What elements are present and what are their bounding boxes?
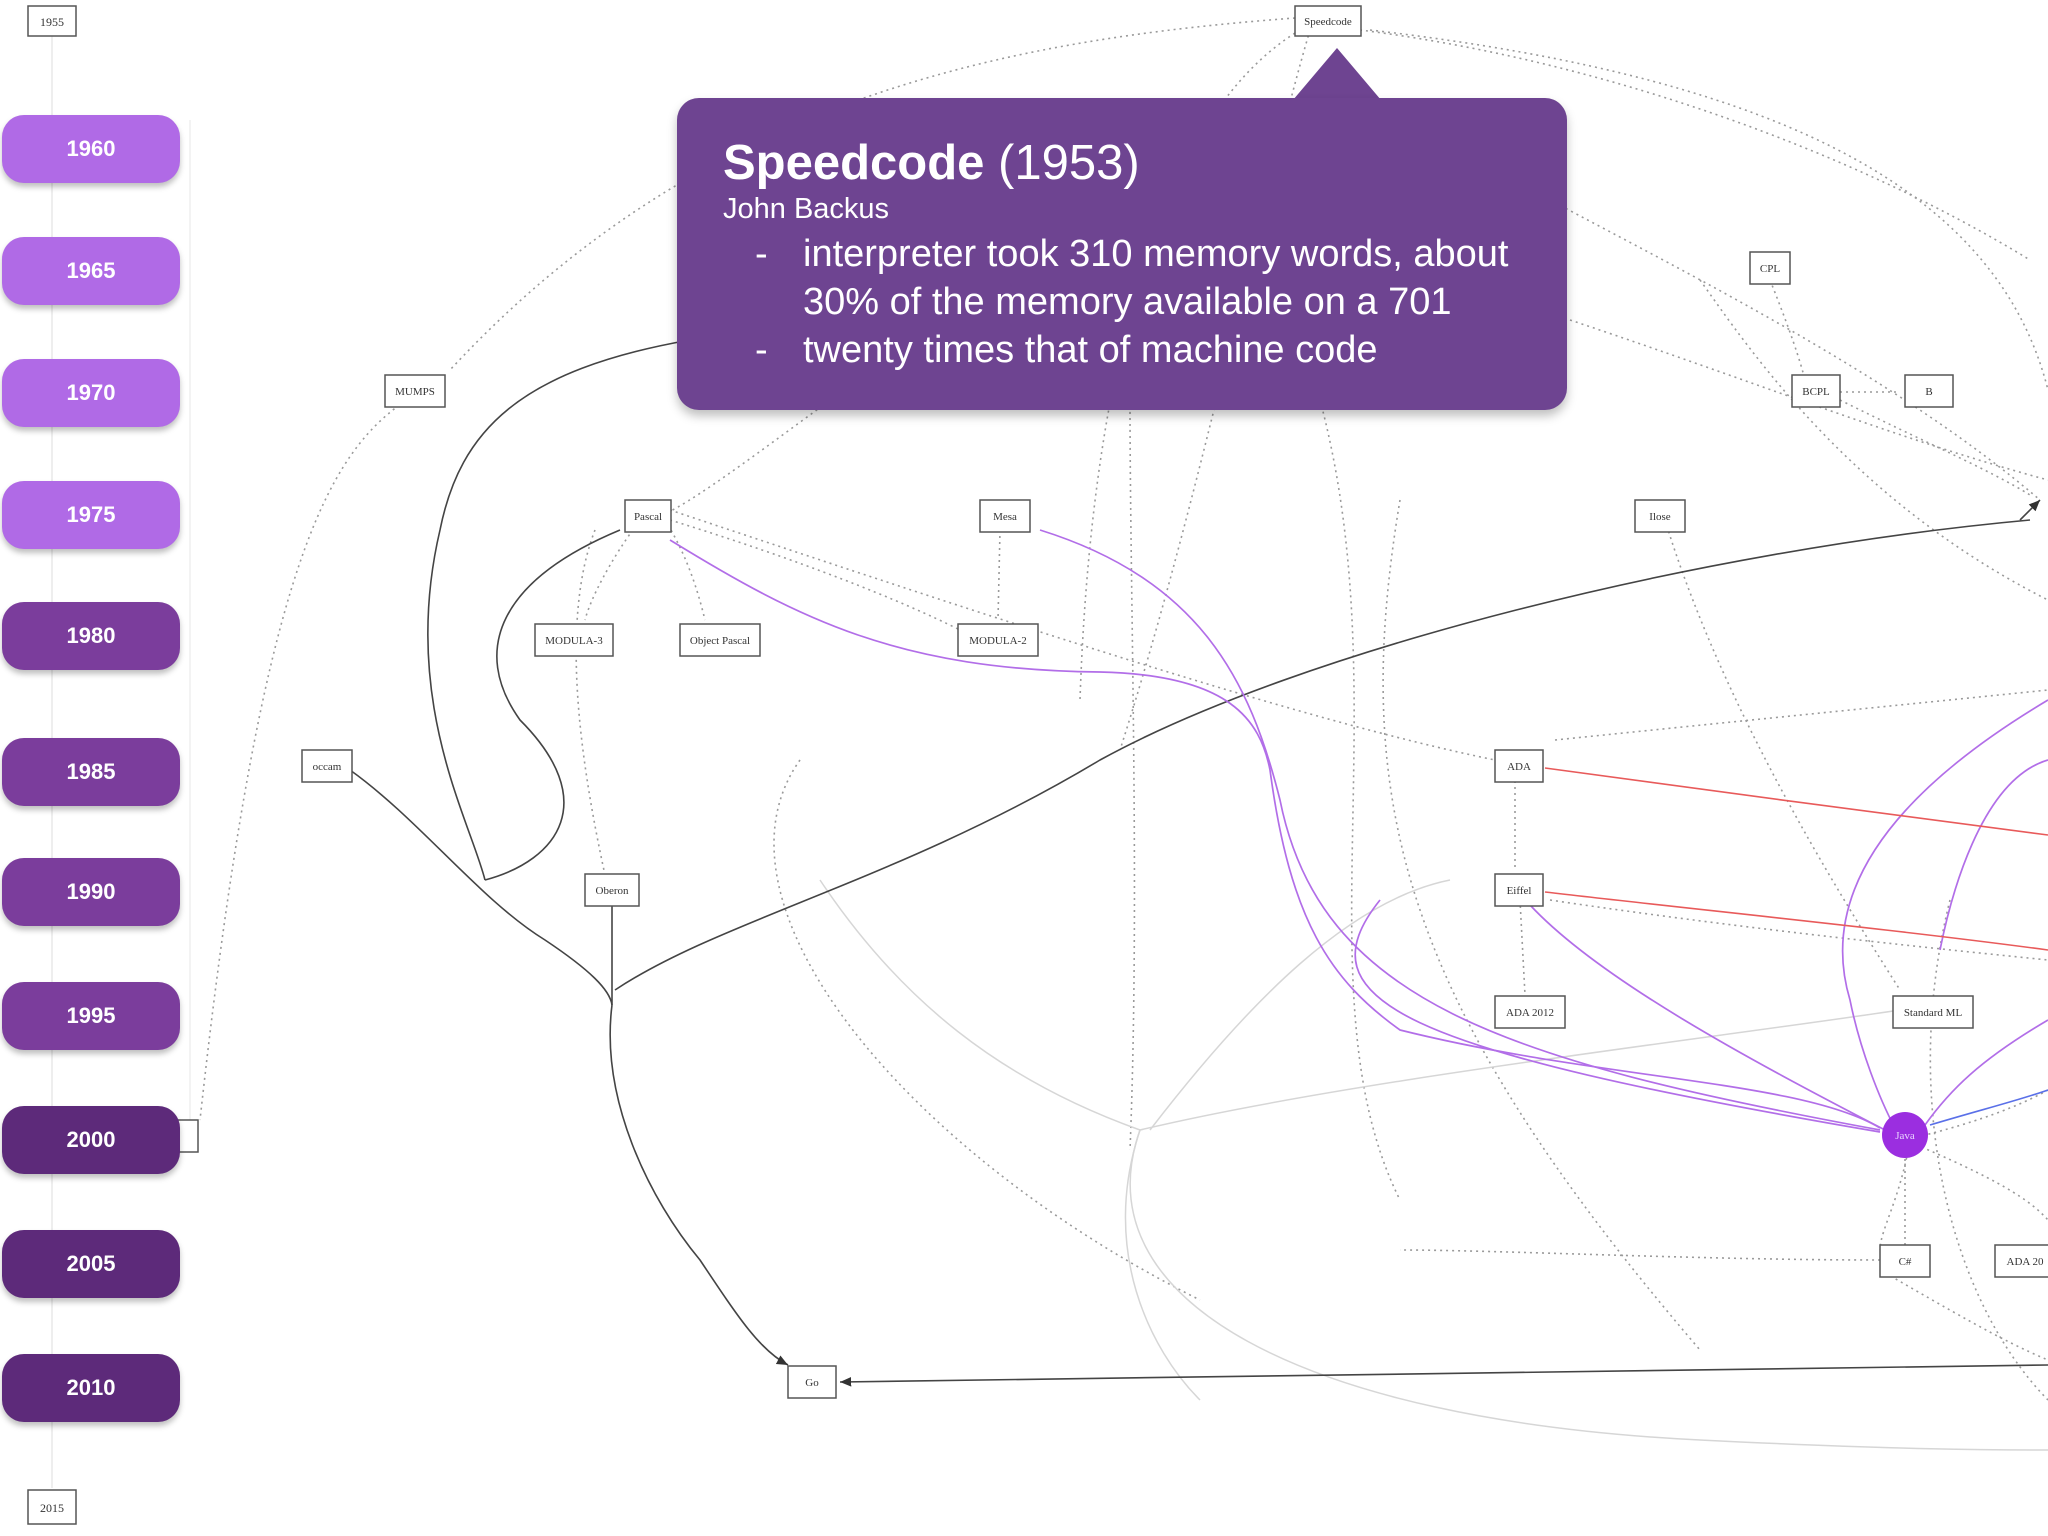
node-label: Object Pascal xyxy=(690,635,750,647)
node-label: B xyxy=(1925,386,1932,398)
node-label: Mesa xyxy=(993,511,1017,523)
node-label: MODULA-2 xyxy=(969,635,1026,647)
blue-edge xyxy=(1929,1089,2048,1126)
node-bcpl[interactable]: BCPL xyxy=(1791,374,1841,408)
node-label: Eiffel xyxy=(1507,885,1532,897)
node-label: CPL xyxy=(1760,263,1780,275)
tooltip-author: John Backus xyxy=(723,193,890,225)
node-b[interactable]: B xyxy=(1904,374,1954,408)
tooltip-fact: -twenty times that of machine code xyxy=(755,329,1378,371)
language-info-tooltip: Speedcode (1953) John Backus -interprete… xyxy=(677,98,1567,410)
node-go[interactable]: Go xyxy=(787,1365,837,1399)
node-label: ADA 20 xyxy=(2007,1256,2044,1268)
node-label: occam xyxy=(313,761,342,773)
tooltip-fact: -interpreter took 310 memory words, abou… xyxy=(755,233,1509,323)
node-ada2012[interactable]: ADA 2012 xyxy=(1494,995,1566,1029)
node-label: Speedcode xyxy=(1304,16,1352,28)
node-java[interactable]: Java xyxy=(1882,1112,1928,1158)
node-speedcode[interactable]: Speedcode xyxy=(1294,5,1362,37)
year-button-1975[interactable]: 1975 xyxy=(2,481,180,549)
node-label: Pascal xyxy=(634,511,662,523)
node-mesa[interactable]: Mesa xyxy=(979,499,1031,533)
node-label: Go xyxy=(805,1377,819,1389)
year-button-1965[interactable]: 1965 xyxy=(2,237,180,305)
node-label: ADA 2012 xyxy=(1506,1007,1554,1019)
node-ada-right[interactable]: ADA 20 xyxy=(1994,1244,2048,1278)
tooltip-pointer xyxy=(1293,48,1381,100)
node-modula3[interactable]: MODULA-3 xyxy=(534,623,614,657)
year-button-1960[interactable]: 1960 xyxy=(2,115,180,183)
year-button-1985[interactable]: 1985 xyxy=(2,738,180,806)
tooltip-title: Speedcode (1953) xyxy=(723,136,1547,190)
node-pascal[interactable]: Pascal xyxy=(624,499,672,533)
node-standard-ml[interactable]: Standard ML xyxy=(1892,995,1974,1029)
year-button-1995[interactable]: 1995 xyxy=(2,982,180,1050)
node-label: MODULA-3 xyxy=(545,635,603,647)
node-ada[interactable]: ADA xyxy=(1494,749,1544,783)
year-button-2000[interactable]: 2000 xyxy=(2,1106,180,1174)
node-label: Ilose xyxy=(1649,511,1671,523)
node-modula2[interactable]: MODULA-2 xyxy=(957,623,1039,657)
node-cpl[interactable]: CPL xyxy=(1749,251,1791,285)
year-button-1990[interactable]: 1990 xyxy=(2,858,180,926)
tooltip-language-name: Speedcode xyxy=(723,136,985,190)
node-ilose[interactable]: Ilose xyxy=(1634,499,1686,533)
faint-edges xyxy=(819,879,2048,1451)
svg-text:Java: Java xyxy=(1895,1130,1915,1142)
tooltip-language-year: (1953) xyxy=(998,136,1140,190)
year-button-2010[interactable]: 2010 xyxy=(2,1354,180,1422)
node-occam[interactable]: occam xyxy=(301,749,353,783)
year-box-1955: 1955 xyxy=(27,5,77,37)
node-label: MUMPS xyxy=(395,386,435,398)
purple-edges xyxy=(669,529,2048,1133)
red-edges xyxy=(1544,767,2048,951)
solid-edges xyxy=(349,339,2048,1387)
node-mumps[interactable]: MUMPS xyxy=(384,374,446,408)
node-label: Standard ML xyxy=(1904,1007,1963,1019)
year-box-2015: 2015 xyxy=(27,1489,77,1525)
node-label: C# xyxy=(1899,1256,1912,1268)
year-button-1970[interactable]: 1970 xyxy=(2,359,180,427)
year-button-1980[interactable]: 1980 xyxy=(2,602,180,670)
year-button-2005[interactable]: 2005 xyxy=(2,1230,180,1298)
node-csharp[interactable]: C# xyxy=(1879,1244,1931,1278)
node-label: ADA xyxy=(1507,761,1531,773)
node-label: Oberon xyxy=(596,885,629,897)
tooltip-facts: -interpreter took 310 memory words, abou… xyxy=(723,230,1547,374)
node-oberon[interactable]: Oberon xyxy=(584,873,640,907)
node-eiffel[interactable]: Eiffel xyxy=(1494,873,1544,907)
node-object-pascal[interactable]: Object Pascal xyxy=(679,623,761,657)
svg-text:1955: 1955 xyxy=(40,15,64,29)
dotted-edges xyxy=(199,17,2048,1401)
svg-text:2015: 2015 xyxy=(40,1501,64,1515)
node-label: BCPL xyxy=(1802,386,1830,398)
